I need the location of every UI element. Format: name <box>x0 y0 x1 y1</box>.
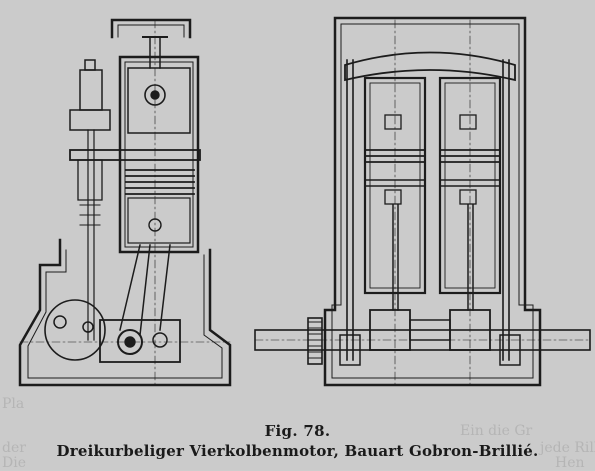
side-section-view <box>18 18 232 387</box>
bleed-through-text: Die <box>2 455 26 471</box>
bleed-through-text: Hen <box>555 455 585 471</box>
bleed-through-text: Ein die Gr <box>460 423 533 439</box>
figure-caption: Dreikurbeliger Vierkolbenmotor, Bauart G… <box>56 442 539 460</box>
figure-number: Fig. 78. <box>264 422 331 440</box>
bleed-through-text: jede Rill <box>540 440 595 456</box>
bleed-through-text: der <box>2 440 26 456</box>
front-section-view <box>254 16 591 387</box>
engine-technical-drawing <box>18 16 591 387</box>
bleed-through-text: Pla <box>2 396 25 412</box>
